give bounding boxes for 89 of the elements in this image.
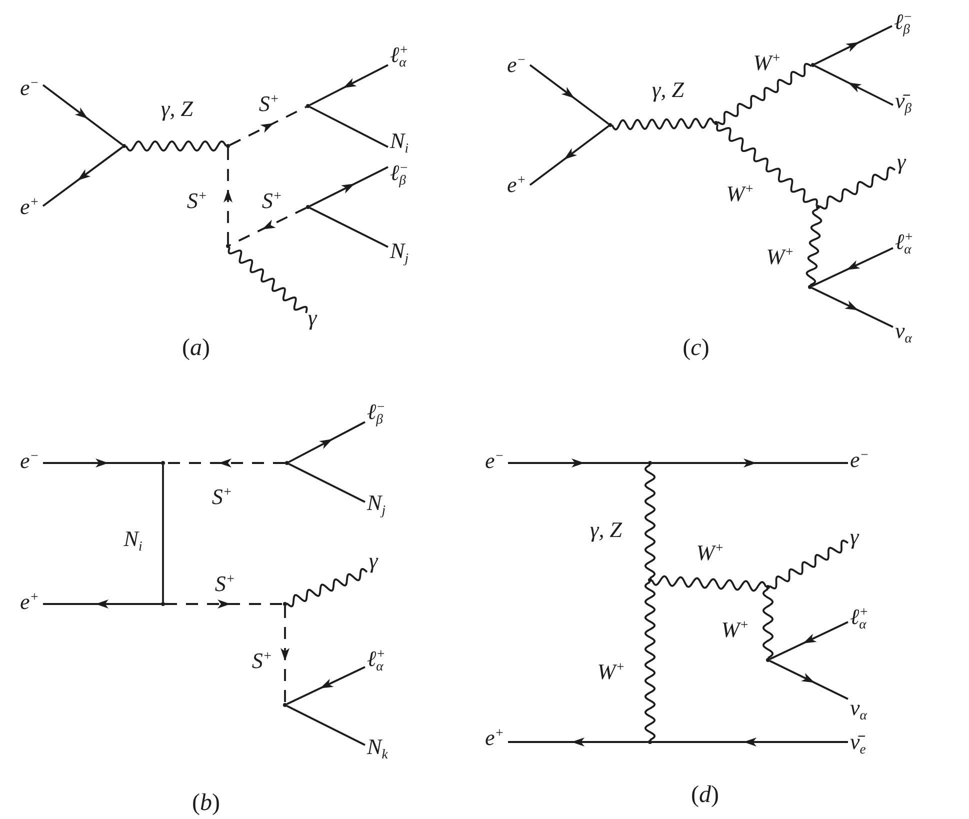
panel-caption: (a) xyxy=(182,334,210,362)
particle-label: e$^{−}$ xyxy=(18,74,43,102)
dashed-arrow-line xyxy=(229,207,307,246)
line xyxy=(288,463,366,503)
vertex-dot xyxy=(648,461,652,465)
wavy-line xyxy=(716,124,818,206)
arrow-line xyxy=(814,65,894,106)
arrow-line xyxy=(286,666,366,705)
arrow-line xyxy=(43,458,161,468)
vertex-dot xyxy=(808,285,812,289)
arrow-line xyxy=(652,738,848,746)
particle-label: ν̄$_{e}$ xyxy=(848,728,870,756)
vertex-dot xyxy=(226,144,230,148)
wavy-line xyxy=(644,581,656,741)
vertex-dot xyxy=(283,602,287,606)
arrow-line xyxy=(814,25,892,65)
vertex-dot xyxy=(285,461,289,465)
arrow-line xyxy=(769,621,848,660)
particle-label: ν$_{α}$ xyxy=(893,317,916,345)
arrow-line xyxy=(508,458,648,468)
wavy-line xyxy=(819,166,896,210)
line xyxy=(309,207,388,248)
particle-label: N$_{j}$ xyxy=(388,237,412,265)
particle-label: e$^{+}$ xyxy=(483,724,508,752)
vertex-dot xyxy=(306,205,310,209)
vertex-dot xyxy=(648,740,652,744)
arrow-line xyxy=(652,458,848,468)
wavy-line xyxy=(806,208,822,286)
particle-label: ν$_{α}$ xyxy=(848,694,871,722)
panel-caption: (d) xyxy=(691,781,719,809)
vertex-dot xyxy=(161,602,165,606)
dashed-arrow-line xyxy=(229,106,307,146)
wavy-line xyxy=(644,464,656,579)
arrow-line xyxy=(309,64,388,106)
wavy-line xyxy=(228,247,308,314)
wavy-line xyxy=(125,140,227,152)
vertex-dot xyxy=(714,121,718,125)
particle-label: e$^{−}$ xyxy=(18,447,43,475)
vertex-dot xyxy=(122,144,126,148)
wavy-line xyxy=(286,568,368,608)
vertex-dot xyxy=(648,578,652,582)
line xyxy=(286,705,366,746)
arrow-line xyxy=(529,125,609,186)
arrow-line xyxy=(309,166,388,207)
panel-caption: (c) xyxy=(682,334,710,362)
vertex-dot xyxy=(608,123,612,127)
particle-label: e$^{+}$ xyxy=(505,171,530,199)
arrow-line xyxy=(529,64,609,125)
particle-label: ν̄$_{β}$ xyxy=(893,87,916,115)
dashed-arrow-line xyxy=(165,458,285,468)
arrow-line xyxy=(811,247,894,288)
particle-label: e$^{−}$ xyxy=(483,447,508,475)
arrow-line xyxy=(43,600,161,608)
arrow-line xyxy=(769,660,848,700)
particle-label: γ xyxy=(367,547,382,575)
line xyxy=(309,106,388,148)
dashed-arrow-line xyxy=(224,148,232,244)
vertex-dot xyxy=(766,658,770,662)
wavy-line xyxy=(717,62,812,126)
vertex-dot xyxy=(226,244,230,248)
vertex-dot xyxy=(811,63,815,67)
vertex-dot xyxy=(283,703,287,707)
particle-label: γ xyxy=(895,148,910,176)
panel-caption: (b) xyxy=(192,789,220,817)
arrow-line xyxy=(42,84,123,146)
dashed-arrow-line xyxy=(280,606,290,703)
particle-label: e$^{+}$ xyxy=(18,588,43,616)
particle-label: N$_{k}$ xyxy=(365,733,392,761)
particle-label: e$^{−}$ xyxy=(848,446,873,474)
particle-label: N$_{j}$ xyxy=(365,489,390,517)
wavy-line xyxy=(762,588,774,659)
arrow-line xyxy=(508,738,648,746)
particle-label: γ xyxy=(306,304,321,332)
wavy-line xyxy=(769,540,849,590)
vertex-dot xyxy=(766,585,770,589)
arrow-line xyxy=(42,146,123,207)
vertex-dot xyxy=(816,205,820,209)
vertex-dot xyxy=(306,104,310,108)
wavy-line xyxy=(611,118,715,130)
arrow-line xyxy=(811,287,894,328)
particle-label: e$^{−}$ xyxy=(505,51,530,79)
dashed-arrow-line xyxy=(165,600,283,608)
line xyxy=(162,465,164,602)
particle-label: γ xyxy=(848,523,863,551)
particle-label: e$^{+}$ xyxy=(18,193,43,221)
vertex-dot xyxy=(161,461,165,465)
arrow-line xyxy=(288,421,366,463)
wavy-line xyxy=(651,575,767,592)
particle-label: N$_{i}$ xyxy=(388,127,412,155)
